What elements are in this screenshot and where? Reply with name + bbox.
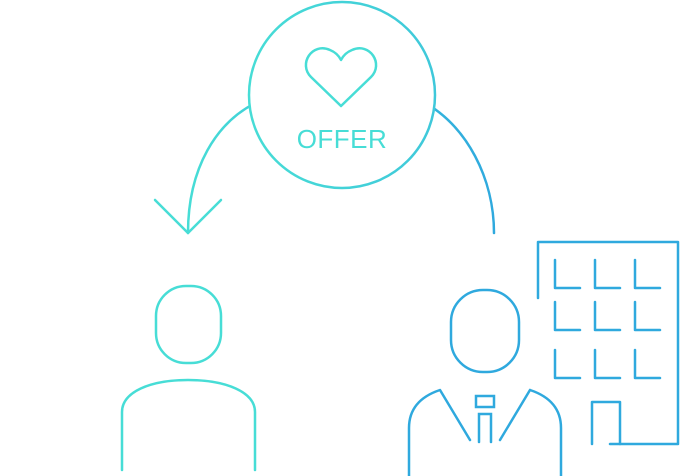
candidate-body xyxy=(120,378,257,472)
office-building-icon xyxy=(536,240,680,446)
candidate-person-icon xyxy=(120,284,257,472)
flow-arc xyxy=(186,98,496,235)
building-outline xyxy=(536,240,680,446)
heart-icon xyxy=(304,47,378,108)
tie-knot xyxy=(474,394,496,409)
offer-circle xyxy=(247,0,437,190)
offer-label: OFFER xyxy=(297,124,388,154)
offer-node: OFFER xyxy=(247,0,437,190)
arrow-down-icon xyxy=(153,198,223,235)
building-windows xyxy=(553,258,662,380)
candidate-head xyxy=(154,284,223,365)
employer-head xyxy=(449,288,521,374)
building-door xyxy=(590,400,622,446)
tie-icon xyxy=(477,412,493,444)
employer-body xyxy=(407,388,563,476)
employer-person-icon xyxy=(407,288,563,476)
